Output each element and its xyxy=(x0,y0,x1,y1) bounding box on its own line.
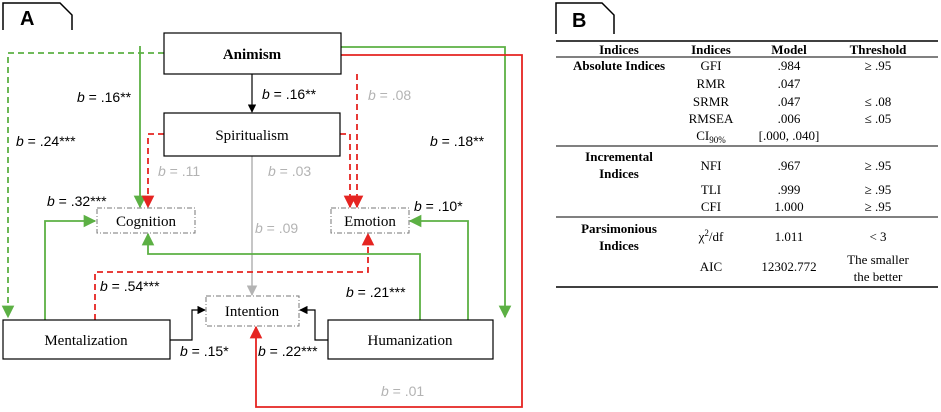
node-animism-label: Animism xyxy=(223,47,282,63)
path-spiritualism-emotion xyxy=(340,133,357,209)
coef-animism-emotion: b = .08 xyxy=(368,87,411,103)
row-index: χ2/df xyxy=(698,228,724,244)
coef-humanization-emotion: b = .10* xyxy=(414,198,463,214)
row-threshold: ≤ .08 xyxy=(865,94,892,109)
row-index: SRMR xyxy=(693,94,729,109)
path-animism-intention xyxy=(249,54,523,408)
table-row: χ2/df 1.011 < 3 xyxy=(698,228,887,244)
row-index: NFI xyxy=(701,158,722,173)
group-incremental-name-line1: Incremental xyxy=(585,149,653,164)
node-intention-label: Intention xyxy=(225,304,280,320)
node-spiritualism-label: Spiritualism xyxy=(215,128,289,144)
panel-a-label-tab xyxy=(2,2,73,30)
node-emotion: Emotion xyxy=(330,207,410,234)
table-row: AIC 12302.772 The smaller the better xyxy=(700,252,910,284)
row-model: .999 xyxy=(778,182,801,197)
row-threshold: < 3 xyxy=(869,229,886,244)
coef-animism-humanization: b = .18** xyxy=(430,133,485,149)
header-index: Indices xyxy=(691,42,731,57)
row-index: RMSEA xyxy=(689,111,734,126)
panel-b-label: B xyxy=(572,10,586,32)
row-threshold-line1: The smaller xyxy=(847,252,909,267)
table-row: SRMR .047 ≤ .08 xyxy=(693,94,891,109)
path-humanization-emotion xyxy=(408,214,469,320)
row-model: .006 xyxy=(778,111,801,126)
row-model: .047 xyxy=(778,94,801,109)
table-row: RMR .047 xyxy=(697,76,801,91)
row-index: AIC xyxy=(700,259,722,274)
node-humanization: Humanization xyxy=(327,319,494,360)
table-row: NFI .967 ≥ .95 xyxy=(701,158,892,173)
node-mentalization: Mentalization xyxy=(2,319,171,360)
node-humanization-label: Humanization xyxy=(368,333,453,349)
path-humanization-intention xyxy=(299,305,328,341)
coef-humanization-intention: b = .22*** xyxy=(258,343,318,359)
row-model: [.000, .040] xyxy=(759,128,820,143)
path-animism-mentalization xyxy=(1,52,164,319)
coef-mentalization-cognition: b = .32*** xyxy=(47,193,107,209)
path-humanization-cognition xyxy=(141,232,421,320)
table-row: CFI 1.000 ≥ .95 xyxy=(701,199,891,214)
table-row: GFI .984 ≥ .95 xyxy=(701,58,892,73)
group-absolute-name: Absolute Indices xyxy=(573,58,665,73)
node-intention: Intention xyxy=(205,295,300,327)
coef-animism-mentalization: b = .24*** xyxy=(16,133,76,149)
panel-b-label-tab xyxy=(555,2,615,34)
coef-animism-spiritualism: b = .16** xyxy=(262,86,317,102)
path-spiritualism-cognition xyxy=(141,133,164,209)
row-index: CI90% xyxy=(696,128,726,145)
row-threshold-line2: the better xyxy=(854,269,903,284)
path-mentalization-intention xyxy=(170,305,206,341)
coef-humanization-cognition: b = .21*** xyxy=(346,284,406,300)
path-diagram: A Animism Spiritualism Cognition Emotion xyxy=(1,2,523,408)
coef-animism-intention: b = .01 xyxy=(381,383,424,399)
row-model: 1.011 xyxy=(775,229,804,244)
row-model: 1.000 xyxy=(774,199,803,214)
node-cognition: Cognition xyxy=(96,207,196,234)
row-model: .047 xyxy=(778,76,801,91)
coef-animism-cognition: b = .16** xyxy=(77,89,132,105)
table-row: TLI .999 ≥ .95 xyxy=(701,182,891,197)
fit-indices-table: B Indices Indices Model Threshold Absolu… xyxy=(555,2,938,288)
node-cognition-label: Cognition xyxy=(116,214,177,230)
header-group: Indices xyxy=(599,42,639,57)
group-parsimonious-name-line2: Indices xyxy=(599,238,639,253)
node-spiritualism: Spiritualism xyxy=(163,112,341,157)
table-row: CI90% [.000, .040] xyxy=(696,128,819,145)
path-mentalization-emotion xyxy=(94,232,375,320)
row-model: .967 xyxy=(778,158,801,173)
row-index: RMR xyxy=(697,76,726,91)
row-model: .984 xyxy=(778,58,801,73)
row-index: GFI xyxy=(701,58,722,73)
coef-mentalization-emotion: b = .54*** xyxy=(100,278,160,294)
row-threshold: ≥ .95 xyxy=(865,158,892,173)
row-threshold: ≥ .95 xyxy=(865,182,892,197)
header-threshold: Threshold xyxy=(850,42,908,57)
row-index: TLI xyxy=(701,182,721,197)
node-animism: Animism xyxy=(163,32,342,75)
coef-spiritualism-intention: b = .09 xyxy=(255,220,298,236)
coef-spiritualism-cognition: b = .11 xyxy=(158,163,200,179)
group-incremental-name-line2: Indices xyxy=(599,166,639,181)
row-threshold: ≥ .95 xyxy=(865,58,892,73)
node-mentalization-label: Mentalization xyxy=(44,333,128,349)
row-index: CFI xyxy=(701,199,721,214)
panel-a-label: A xyxy=(20,8,34,30)
row-model: 12302.772 xyxy=(761,259,816,274)
group-parsimonious-name-line1: Parsimonious xyxy=(581,221,657,236)
coef-mentalization-intention: b = .15* xyxy=(180,343,229,359)
path-mentalization-cognition xyxy=(44,214,97,320)
coef-spiritualism-emotion: b = .03 xyxy=(268,163,311,179)
header-model: Model xyxy=(771,42,807,57)
table-row: RMSEA .006 ≤ .05 xyxy=(689,111,892,126)
row-threshold: ≤ .05 xyxy=(865,111,892,126)
path-animism-humanization xyxy=(341,46,512,319)
node-emotion-label: Emotion xyxy=(344,214,396,230)
row-threshold: ≥ .95 xyxy=(865,199,892,214)
